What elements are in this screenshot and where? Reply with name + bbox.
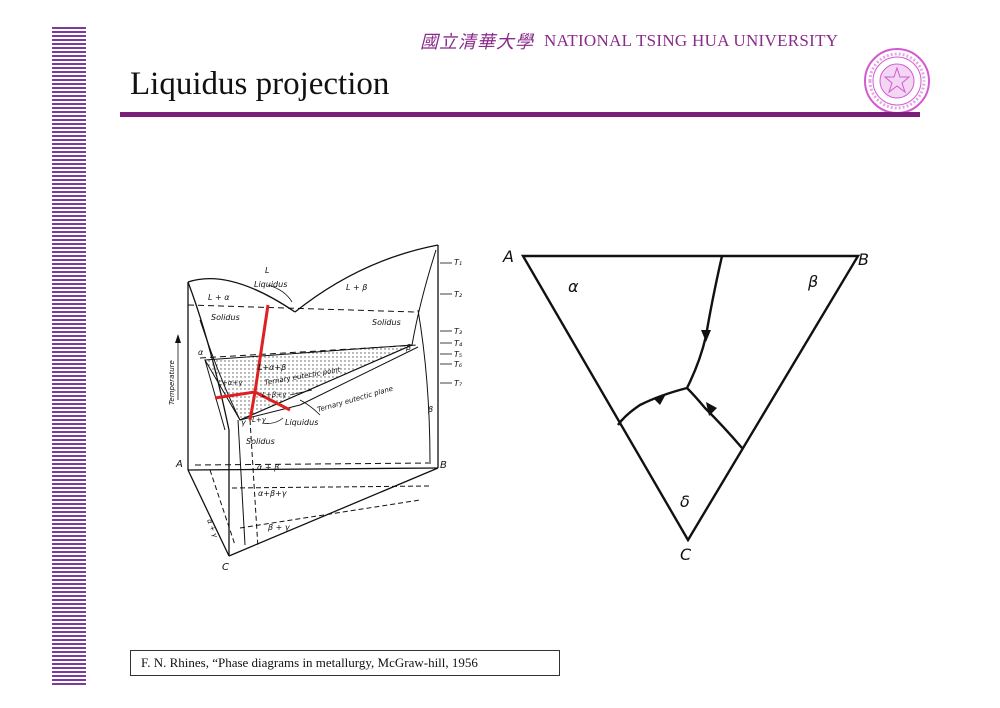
label-liquidus-bottom: Liquidus [285, 418, 318, 427]
university-name-chinese: 國立清華大學 [420, 32, 534, 53]
corner-B-label: B [858, 250, 869, 269]
phase-delta-label: δ [680, 492, 690, 511]
label-beta-phase: β [405, 343, 411, 352]
label-T7: T₇ [454, 379, 463, 388]
slide-title: Liquidus projection [130, 66, 390, 102]
university-seal-icon [864, 48, 930, 114]
label-gamma-phase: γ [241, 418, 247, 427]
label-T1: T₁ [454, 258, 462, 267]
label-L-beta: L + β [346, 283, 367, 292]
decorative-stripe [52, 27, 86, 687]
label-L-alpha-gamma: L+α+γ [218, 379, 243, 387]
citation-box: F. N. Rhines, “Phase diagrams in metallu… [130, 650, 560, 676]
label-alpha-beta-gamma: α+β+γ [258, 489, 288, 498]
label-solidus-left: Solidus [211, 313, 240, 322]
corner-A-label: A [502, 247, 514, 266]
label-T4: T₄ [454, 339, 463, 348]
label-alpha-phase: α [198, 348, 204, 357]
label-beta-gamma: β + γ [267, 523, 291, 532]
label-beta-side: β [427, 405, 433, 414]
label-L-gamma: L+γ [252, 416, 267, 424]
label-temperature-axis: Temperature [168, 360, 176, 405]
label-T2: T₂ [454, 290, 463, 299]
label-solidus-bottom: Solidus [246, 437, 275, 446]
university-name-english: NATIONAL TSING HUA UNIVERSITY [544, 31, 839, 50]
label-L: L [265, 266, 269, 275]
corner-C-label: C [680, 545, 692, 564]
label-alpha-beta: α + β [257, 463, 279, 472]
phase-alpha-label: α [568, 277, 579, 296]
label-L-alpha-beta: L+α+β [258, 363, 286, 372]
university-header: 國立清華大學 NATIONAL TSING HUA UNIVERSITY [420, 28, 838, 54]
title-underline [120, 112, 920, 117]
label-solidus-right: Solidus [372, 318, 401, 327]
label-liquidus-top: Liquidus [254, 280, 287, 289]
label-T6: T₆ [454, 360, 463, 369]
label-T3: T₃ [454, 327, 462, 336]
label-corner-C-left: C [222, 562, 229, 573]
phase-beta-label: β [807, 272, 818, 291]
label-L-alpha: L + α [208, 293, 230, 302]
label-corner-B-left: B [440, 460, 447, 471]
label-L-beta-gamma: L+β+γ [262, 391, 287, 399]
label-corner-A-left: A [175, 459, 183, 470]
label-T5: T₅ [454, 350, 462, 359]
